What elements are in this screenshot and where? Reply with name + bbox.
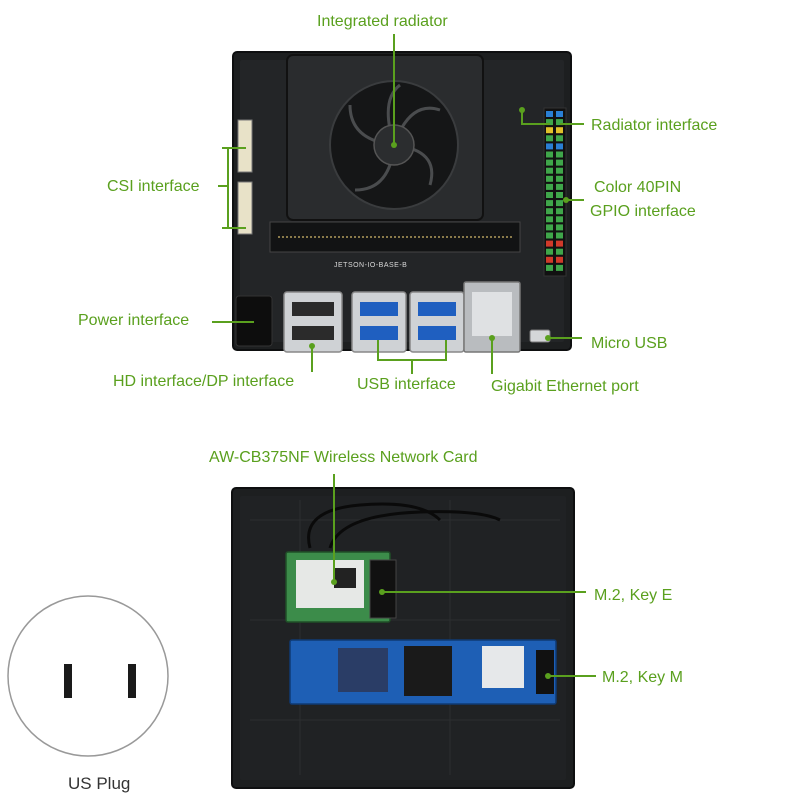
m2-key-e-label: M.2, Key E [594, 587, 673, 604]
gpio-pin [556, 119, 563, 126]
gpio-pin [546, 208, 553, 215]
us-plug-slot-right [128, 664, 136, 698]
gpio-pin [546, 127, 553, 134]
gpio-pin [556, 216, 563, 223]
integrated-radiator-label: Integrated radiator [317, 13, 448, 30]
gpio-pin [556, 264, 563, 271]
micro-usb-label: Micro USB [591, 335, 668, 352]
hd-dp-interface-label: HD interface/DP interface [113, 373, 295, 390]
gpio-pin [556, 175, 563, 182]
hdmi-dp-port [283, 291, 343, 353]
gpio-pin [556, 192, 563, 198]
gpio-pin [556, 232, 563, 239]
gpio-pin [546, 200, 553, 207]
gpio-pin [556, 159, 563, 166]
gpio-pin [546, 119, 553, 126]
gpio-pin [546, 135, 553, 142]
gpio-pin [556, 224, 563, 231]
csi-connector-1 [237, 119, 253, 173]
color-40pin-label: Color 40PIN [594, 179, 682, 196]
gpio-pin [546, 159, 553, 166]
gpio-pin [546, 175, 553, 182]
gpio-pin [556, 135, 563, 142]
gpio-pin [556, 256, 563, 263]
gpio-pin [546, 264, 553, 271]
csi-interface-label: CSI interface [107, 178, 200, 195]
gpio-pin [546, 151, 553, 158]
m2-key-e-slot [369, 559, 397, 619]
gpio-pin [556, 208, 563, 215]
gpio-pin [556, 248, 563, 255]
gpio-pin [546, 248, 553, 255]
gpio-pin [556, 183, 563, 190]
gpio-pin [546, 256, 553, 263]
gpio-pin [546, 224, 553, 231]
gpio-pin [546, 216, 553, 223]
gpio-pin [546, 240, 553, 247]
us-plug-caption: US Plug [68, 774, 131, 793]
gpio-pin [546, 143, 553, 150]
usb-interface-label: USB interface [357, 376, 456, 393]
gpio-pin [546, 183, 553, 190]
usb-port-2 [409, 291, 465, 353]
wireless-card-label: AW-CB375NF Wireless Network Card [209, 449, 478, 466]
gigabit-ethernet-label: Gigabit Ethernet port [491, 378, 639, 395]
gpio-pin [546, 232, 553, 239]
us-plug-circle [7, 595, 169, 757]
csi-connector-2 [237, 181, 253, 235]
gpio-pin [556, 167, 563, 174]
gpio-pin [556, 151, 563, 158]
board-silkscreen: JETSON-IO-BASE-B [334, 262, 408, 269]
radiator-interface-label: Radiator interface [591, 117, 718, 134]
gpio-pin [546, 192, 553, 198]
gpio-pin [556, 127, 563, 134]
gpio-pin [546, 111, 553, 117]
gpio-pin [556, 143, 563, 150]
gpio-pin [556, 200, 563, 207]
us-plug-slot-left [64, 664, 72, 698]
m2-key-m-label: M.2, Key M [602, 669, 683, 686]
gpio-pin [546, 167, 553, 174]
gpio-header [543, 107, 567, 277]
power-interface-label: Power interface [78, 312, 190, 329]
gpio-interface-label: GPIO interface [590, 203, 696, 220]
gpio-pin [556, 111, 563, 117]
gpio-pin [556, 240, 563, 247]
